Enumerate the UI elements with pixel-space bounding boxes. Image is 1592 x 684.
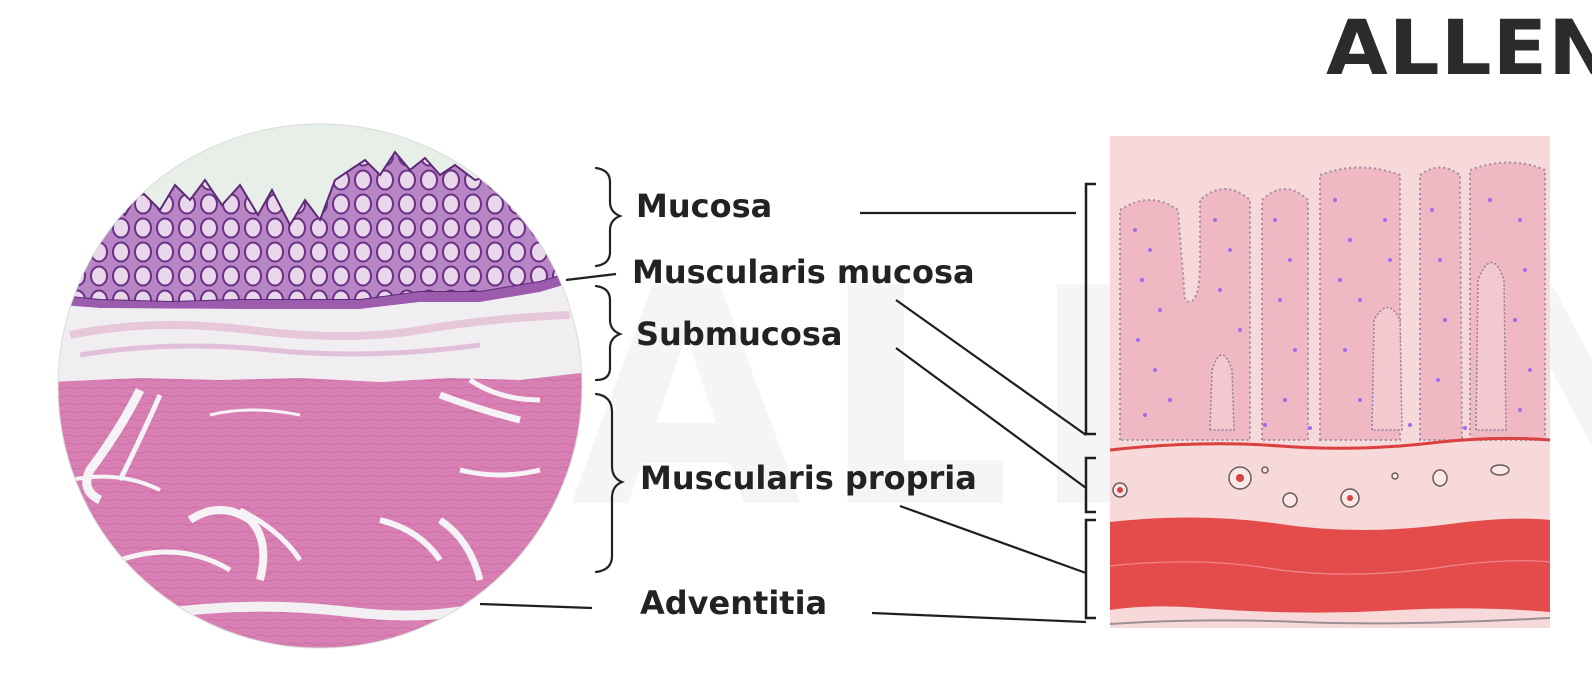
label-adventitia: Adventitia	[640, 584, 828, 622]
schematic-illustration	[1110, 136, 1550, 628]
brace-submucosa	[594, 284, 623, 382]
leader-lines	[479, 211, 1087, 624]
label-muscularis-propria: Muscularis propria	[640, 459, 977, 497]
label-mucosa: Mucosa	[636, 187, 773, 225]
brand-logo: ALLEN	[1326, 3, 1592, 92]
label-muscularis-mucosa: Muscularis mucosa	[632, 253, 975, 291]
submucosa-layer	[60, 280, 580, 382]
brace-muscularis-propria	[594, 392, 625, 574]
label-submucosa: Submucosa	[636, 315, 843, 353]
muscularis-propria-layer	[58, 372, 582, 648]
brace-mucosa	[594, 166, 623, 268]
micrograph-circle	[57, 123, 583, 649]
schematic-brackets	[1084, 182, 1096, 620]
